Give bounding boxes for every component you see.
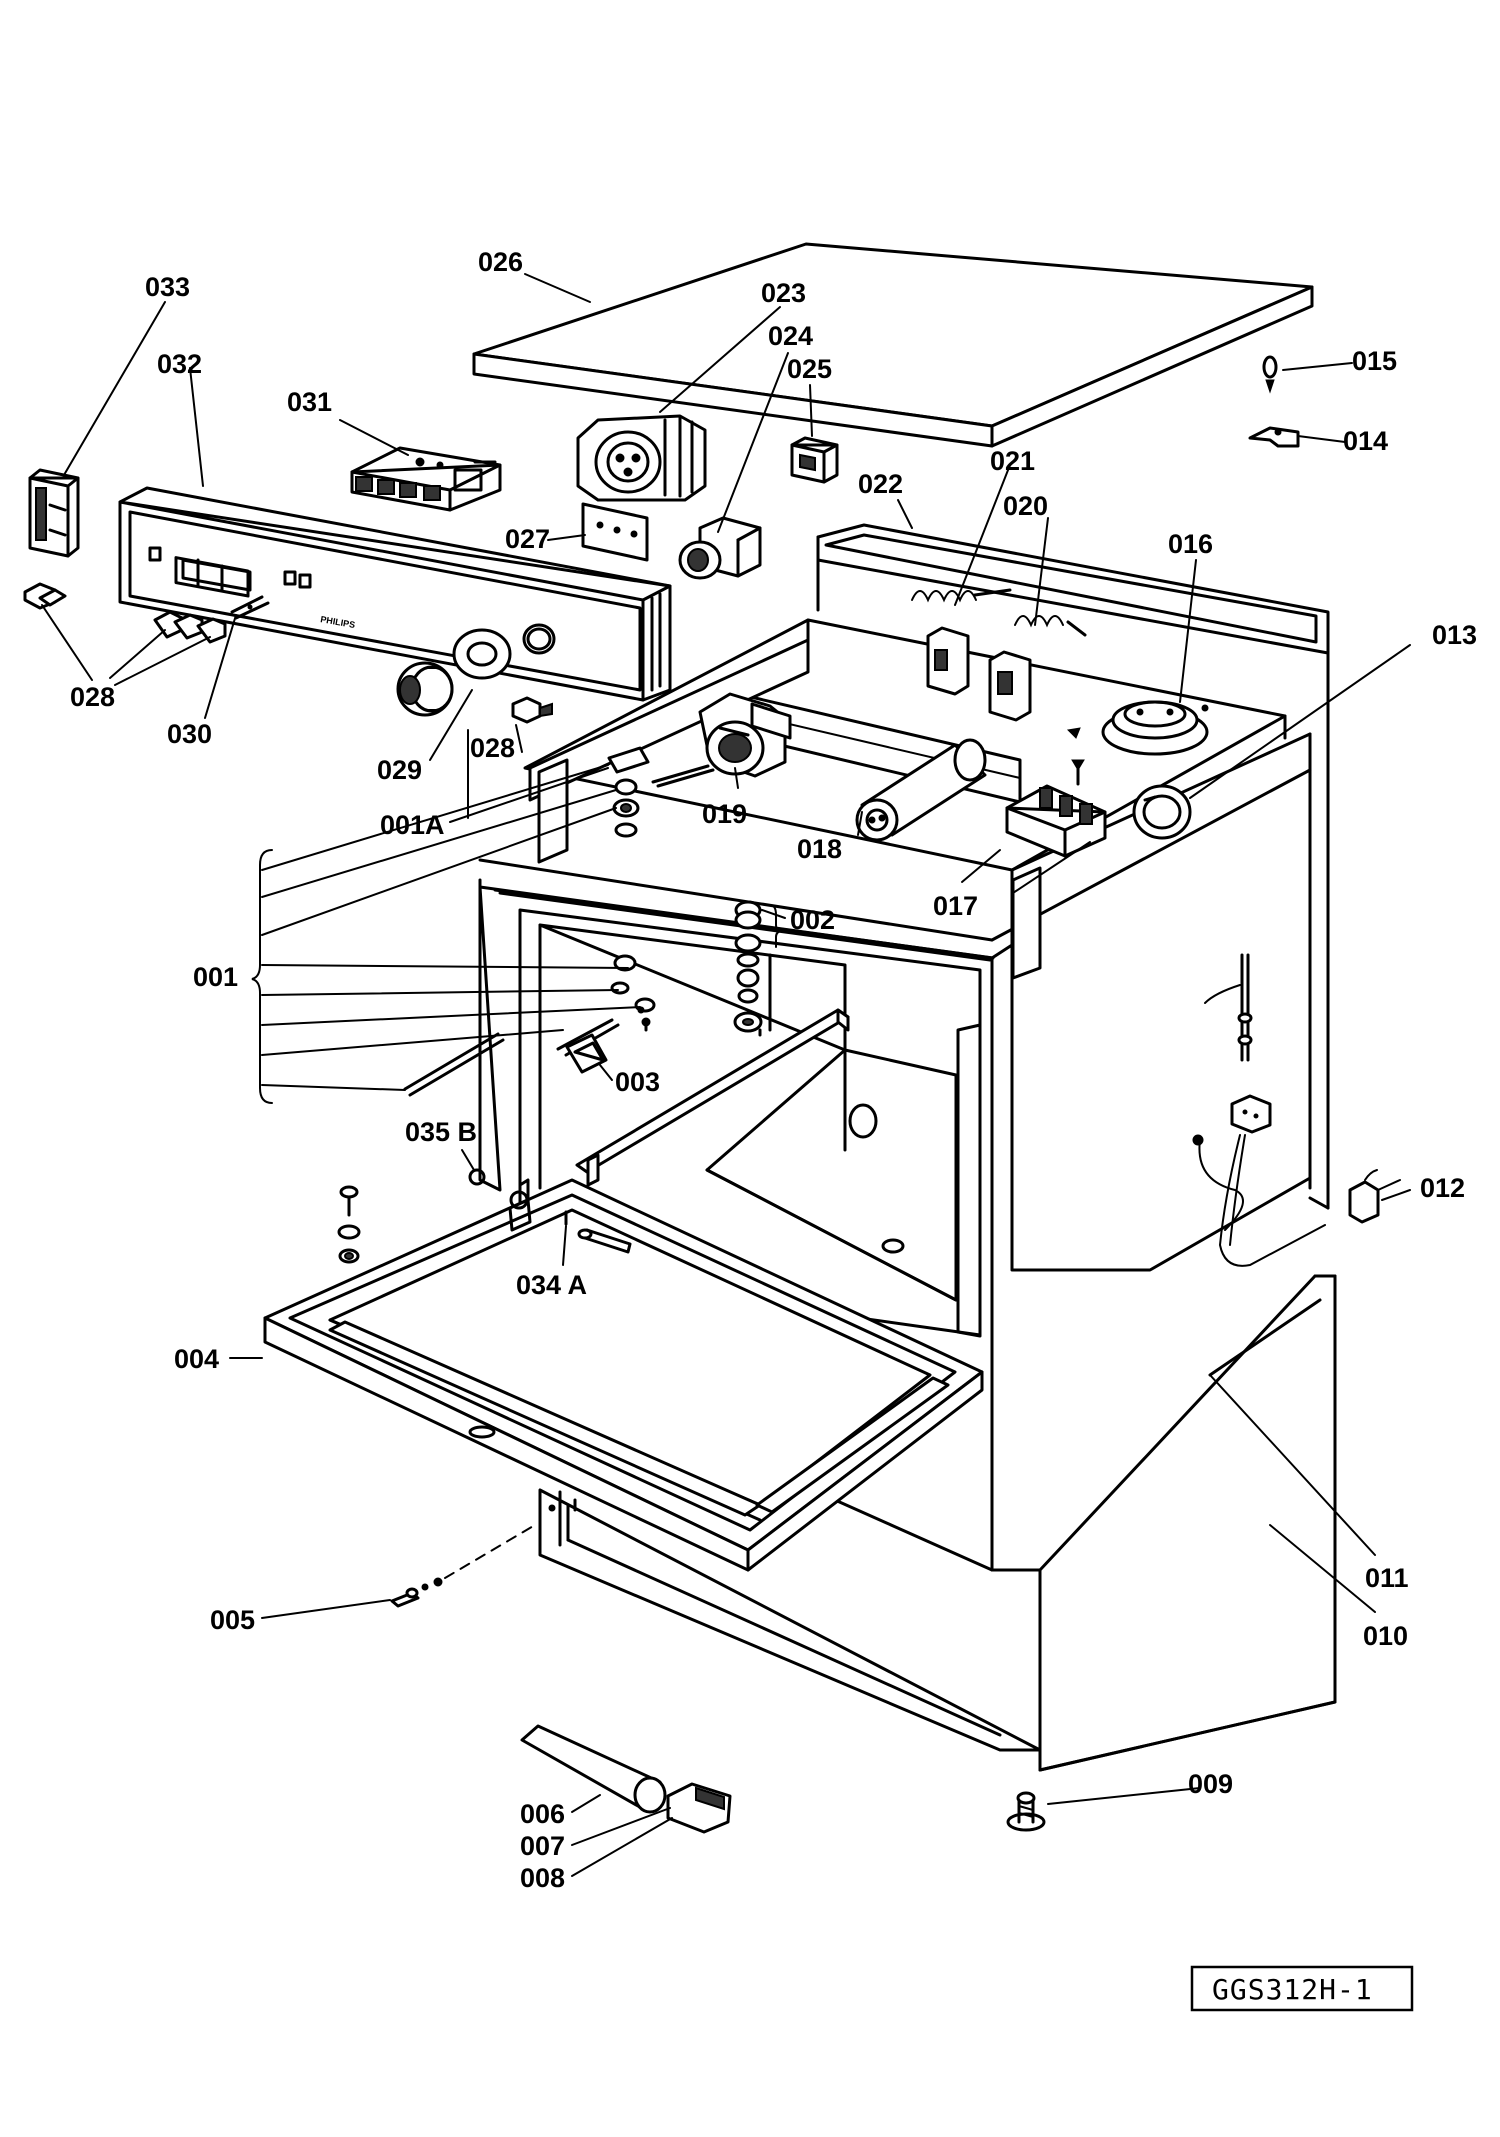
programmer-module: [350, 446, 502, 512]
callout-035B: 035 B: [405, 1117, 477, 1147]
callout-001A: 001A: [380, 810, 445, 840]
end-cap: [28, 468, 80, 558]
callout-034A: 034 A: [516, 1270, 587, 1300]
callout-033: 033: [145, 272, 190, 302]
callout-007: 007: [520, 1831, 565, 1861]
callout-031: 031: [287, 387, 332, 417]
callout-013: 013: [1432, 620, 1477, 650]
control-panel: PHILIPS: [118, 486, 672, 702]
callout-008: 008: [520, 1863, 565, 1893]
callout-028-right: 028: [470, 733, 515, 763]
callout-029: 029: [377, 755, 422, 785]
callout-020: 020: [1003, 491, 1048, 521]
callout-015: 015: [1352, 346, 1397, 376]
callout-021: 021: [990, 446, 1035, 476]
hinge-stack-002: [733, 900, 772, 1037]
knob-and-bezel: [396, 628, 512, 717]
oven-cavity: [478, 885, 995, 1338]
rear-components: [911, 588, 1209, 840]
capacitor: [855, 738, 987, 842]
callout-005: 005: [210, 1605, 255, 1635]
callout-018: 018: [797, 834, 842, 864]
callout-002: 002: [790, 905, 835, 935]
clips-015-014: [1248, 355, 1300, 448]
callout-009: 009: [1188, 1769, 1233, 1799]
indicator-lamps: [23, 582, 553, 724]
callout-019: 019: [702, 799, 747, 829]
callout-011: 011: [1365, 1563, 1409, 1593]
callout-026: 026: [478, 247, 523, 277]
callout-003: 003: [615, 1067, 660, 1097]
terminal-block: [1005, 759, 1107, 858]
leader-lines: [41, 273, 1411, 1877]
door-handle: [520, 1724, 732, 1834]
callout-023: 023: [761, 278, 806, 308]
callout-004: 004: [174, 1344, 219, 1374]
callout-001: 001: [193, 962, 238, 992]
reference-code-box: GGS312H-1: [1190, 1965, 1414, 2012]
callout-022: 022: [858, 469, 903, 499]
callout-025: 025: [787, 354, 832, 384]
fixings-001A: [607, 746, 715, 838]
callout-027: 027: [505, 524, 550, 554]
callout-017: 017: [933, 891, 978, 921]
top-cover: [472, 242, 1314, 448]
callout-024: 024: [768, 321, 813, 351]
reference-code: GGS312H-1: [1212, 1973, 1373, 2006]
oven-door: [263, 1178, 984, 1572]
callout-030: 030: [167, 719, 212, 749]
fixings-001: [337, 954, 656, 1264]
callout-032: 032: [157, 349, 202, 379]
switch-group-top: [576, 414, 839, 580]
wiring-harness: [1192, 953, 1401, 1267]
callout-016: 016: [1168, 529, 1213, 559]
adjustable-foot: [1006, 1791, 1046, 1832]
callout-006: 006: [520, 1799, 565, 1829]
selector-switch: [698, 692, 792, 778]
callout-014: 014: [1343, 426, 1388, 456]
callout-010: 010: [1363, 1621, 1408, 1651]
callout-012: 012: [1420, 1173, 1465, 1203]
callout-labels: 033 032 031 026 023 024 025 027 022 021 …: [70, 247, 1477, 1893]
callout-028-left: 028: [70, 682, 115, 712]
plinth-base: [538, 1274, 1337, 1772]
hinge-pins-005: [390, 1524, 536, 1608]
